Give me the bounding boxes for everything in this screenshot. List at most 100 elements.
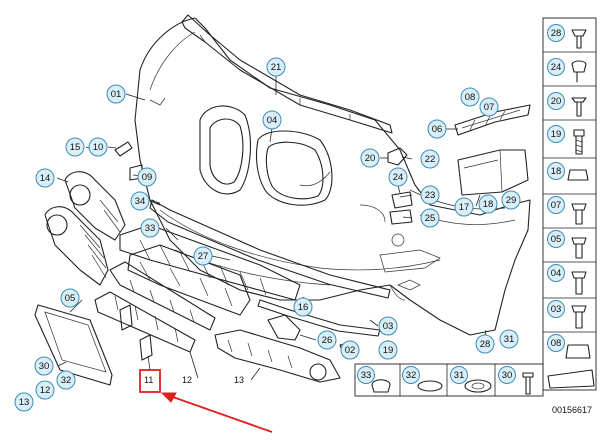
callout-31-28[interactable]: 31	[499, 329, 519, 349]
callout-06-5-circle	[427, 119, 447, 139]
sidebar-callout-19-circle	[547, 125, 565, 143]
bottom-callout-31[interactable]: 31	[450, 366, 468, 384]
callout-17-16-circle	[454, 197, 474, 217]
sidebar-callout-28-circle	[547, 24, 565, 42]
callout-15-7[interactable]: 15	[65, 137, 85, 157]
callout-06-5[interactable]: 06	[427, 119, 447, 139]
callout-23-12-text: 23	[425, 190, 436, 201]
callout-07-4[interactable]: 07	[479, 97, 499, 117]
sidebar-callout-05[interactable]: 05	[547, 230, 565, 248]
callout-03-25-text: 03	[383, 321, 394, 332]
callout-18-17-circle	[478, 194, 498, 214]
sidebar-callout-03-circle	[547, 300, 565, 318]
sidebar-callout-20[interactable]: 20	[547, 92, 565, 110]
callout-16-22[interactable]: 16	[293, 297, 313, 317]
callout-06-5-text: 06	[432, 124, 443, 135]
bottom-callout-32[interactable]: 32	[402, 366, 420, 384]
callout-14-14[interactable]: 14	[35, 168, 55, 188]
callout-30-29[interactable]: 30	[34, 356, 54, 376]
sidebar-callout-03-text: 03	[551, 304, 562, 315]
callout-25-13[interactable]: 25	[420, 208, 440, 228]
callout-10-6[interactable]: 10	[88, 137, 108, 157]
callout-01-0[interactable]: 01	[106, 84, 126, 104]
center-brackets	[389, 191, 413, 225]
callout-24-11[interactable]: 24	[388, 167, 408, 187]
sidebar-callout-08[interactable]: 08	[547, 334, 565, 352]
callout-23-12[interactable]: 23	[420, 185, 440, 205]
callout-28-27-circle	[475, 334, 495, 354]
upper-support-strip	[181, 14, 393, 134]
callout-22-9-circle	[420, 149, 440, 169]
callout-04-2[interactable]: 04	[262, 110, 282, 130]
callout-04-2-text: 04	[267, 115, 278, 126]
impact-strip	[149, 199, 391, 299]
callout-10-6-circle	[88, 137, 108, 157]
callout-30-29-text: 30	[39, 361, 50, 372]
callout-32-30-text: 32	[61, 375, 72, 386]
callout-26-23-text: 26	[322, 335, 333, 346]
callout-08-3[interactable]: 08	[460, 87, 480, 107]
callout-17-16[interactable]: 17	[454, 197, 474, 217]
callout-02-24[interactable]: 02	[340, 340, 360, 360]
callout-09-10[interactable]: 09	[137, 167, 157, 187]
callout-14-14-circle	[35, 168, 55, 188]
sidebar-callout-04[interactable]: 04	[547, 264, 565, 282]
sidebar-callout-19[interactable]: 19	[547, 125, 565, 143]
callout-29-18-circle	[501, 190, 521, 210]
callout-25-13-text: 25	[425, 213, 436, 224]
sidebar-callout-18[interactable]: 18	[547, 162, 565, 180]
lower-insert	[94, 261, 216, 361]
sidebar-callout-28[interactable]: 28	[547, 24, 565, 42]
bottom-callout-32-text: 32	[406, 370, 417, 381]
callout-30-29-circle	[34, 356, 54, 376]
callout-27-20[interactable]: 27	[193, 246, 213, 266]
callout-07-4-text: 07	[484, 102, 495, 113]
diagram-code: 00156617	[552, 405, 592, 415]
callout-16-22-circle	[293, 297, 313, 317]
callout-20-8-circle	[360, 148, 380, 168]
red-arrow-head	[160, 392, 177, 403]
callout-03-25[interactable]: 03	[378, 316, 398, 336]
callout-12-31[interactable]: 12	[35, 380, 55, 400]
callout-21-1[interactable]: 21	[266, 57, 286, 77]
callout-20-8[interactable]: 20	[360, 148, 380, 168]
callout-33-19[interactable]: 33	[140, 218, 160, 238]
label-11[interactable]: 11	[144, 375, 153, 385]
callout-32-30[interactable]: 32	[56, 370, 76, 390]
callout-24-11-text: 24	[393, 172, 404, 183]
sidebar-callout-18-text: 18	[551, 166, 562, 177]
fastener-bottom-row	[354, 363, 544, 397]
callout-13-32[interactable]: 13	[14, 392, 34, 412]
sidebar-callout-05-text: 05	[551, 234, 562, 245]
sidebar-callout-24-text: 24	[551, 62, 562, 73]
callout-29-18[interactable]: 29	[501, 190, 521, 210]
label-12[interactable]: 12	[182, 375, 192, 385]
callout-34-15[interactable]: 34	[130, 191, 150, 211]
red-arrow-shaft	[169, 395, 273, 433]
callout-26-23[interactable]: 26	[317, 330, 337, 350]
callout-05-21-text: 05	[65, 293, 76, 304]
sidebar-callout-07[interactable]: 07	[547, 196, 565, 214]
sidebar-callout-04-circle	[547, 264, 565, 282]
sidebar-callout-08-circle	[547, 334, 565, 352]
bottom-callout-33[interactable]: 33	[357, 366, 375, 384]
callout-27-20-circle	[193, 246, 213, 266]
callout-22-9[interactable]: 22	[420, 149, 440, 169]
highlight-box	[139, 369, 161, 393]
bottom-callout-30[interactable]: 30	[498, 366, 516, 384]
callout-07-4-circle	[479, 97, 499, 117]
washer-cover	[387, 147, 408, 166]
callout-19-26[interactable]: 19	[378, 340, 398, 360]
callout-02-24-circle	[340, 340, 360, 360]
sidebar-callout-03[interactable]: 03	[547, 300, 565, 318]
callout-28-27[interactable]: 28	[475, 334, 495, 354]
sidebar-callout-24[interactable]: 24	[547, 58, 565, 76]
callout-05-21[interactable]: 05	[60, 288, 80, 308]
trim-strip	[267, 314, 301, 341]
callout-26-23-circle	[317, 330, 337, 350]
callout-18-17[interactable]: 18	[478, 194, 498, 214]
sidebar-callout-07-circle	[547, 196, 565, 214]
label-13[interactable]: 13	[234, 375, 244, 385]
